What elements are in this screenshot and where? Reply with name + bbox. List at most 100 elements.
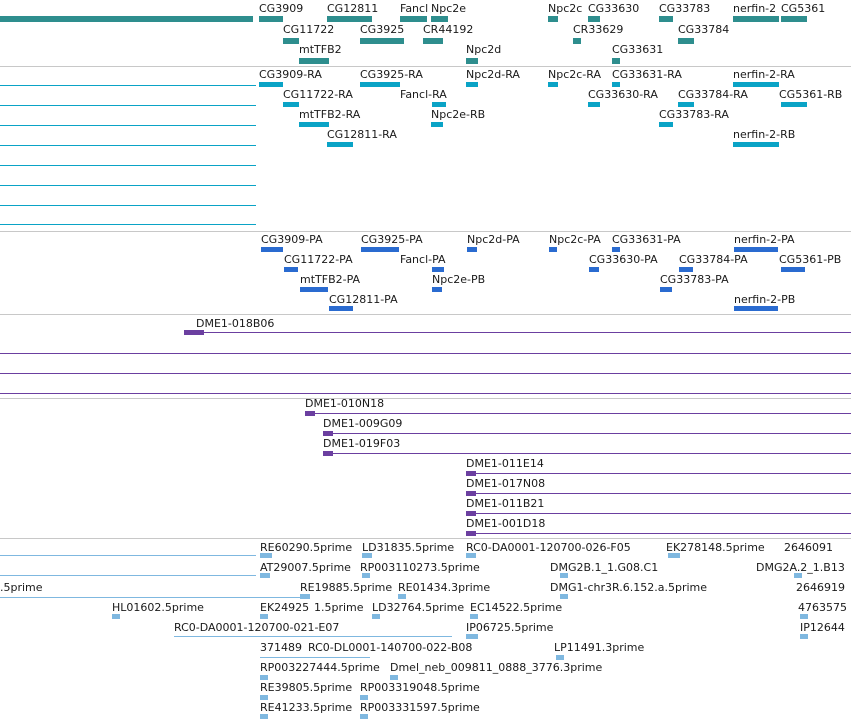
transcript-label[interactable]: CG5361-RB: [779, 88, 843, 101]
gene-feature[interactable]: [431, 16, 448, 22]
est-feature[interactable]: [260, 573, 270, 578]
est-label[interactable]: RE41233.5prime: [260, 701, 353, 714]
clone-line[interactable]: [323, 453, 851, 454]
clone-line[interactable]: [323, 433, 851, 434]
est-feature[interactable]: [560, 573, 568, 578]
protein-label[interactable]: CG33631-PA: [612, 233, 681, 246]
transcript-feature[interactable]: [283, 102, 299, 107]
transcript-label[interactable]: CG33783-RA: [659, 108, 729, 121]
gene-feature[interactable]: [612, 58, 620, 64]
est-label[interactable]: DMG1-chr3R.6.152.a.5prime: [550, 581, 708, 594]
clone-line[interactable]: [305, 413, 851, 414]
gene-label[interactable]: CG33630: [588, 2, 640, 15]
clone-feature[interactable]: [466, 511, 476, 516]
est-label[interactable]: 2646919: [796, 581, 845, 594]
est-label[interactable]: DMG2A.2_1.B13: [756, 561, 845, 574]
transcript-feature[interactable]: [259, 82, 283, 87]
est-feature[interactable]: [794, 573, 802, 578]
transcript-feature[interactable]: [612, 82, 620, 87]
transcript-line[interactable]: [0, 185, 256, 186]
transcript-feature[interactable]: [432, 102, 446, 107]
protein-label[interactable]: CG33784-PA: [679, 253, 748, 266]
est-feature[interactable]: [260, 675, 268, 680]
est-label[interactable]: Dmel_neb_009811_0888_3776.3prime: [390, 661, 603, 674]
gene-feature[interactable]: [423, 38, 443, 44]
est-feature[interactable]: [260, 695, 268, 700]
gene-label[interactable]: Npc2e: [431, 2, 467, 15]
est-feature[interactable]: [372, 614, 380, 619]
transcript-label[interactable]: Npc2e-RB: [431, 108, 486, 121]
transcript-label[interactable]: CG33631-RA: [612, 68, 682, 81]
clone-feature[interactable]: [323, 451, 333, 456]
gene-feature[interactable]: [573, 38, 581, 44]
clone-line[interactable]: [466, 513, 851, 514]
transcript-feature[interactable]: [733, 82, 779, 87]
gene-feature[interactable]: [400, 16, 427, 22]
gene-feature[interactable]: [327, 16, 372, 22]
est-label[interactable]: RE01434.3prime: [398, 581, 491, 594]
transcript-label[interactable]: Npc2c-RA: [548, 68, 601, 81]
clone-label[interactable]: DME1-011B21: [466, 497, 545, 510]
est-feature[interactable]: [800, 614, 808, 619]
transcript-feature[interactable]: [360, 82, 400, 87]
clone-label[interactable]: DME1-017N08: [466, 477, 546, 490]
clone-line[interactable]: [0, 373, 851, 374]
clone-line[interactable]: [196, 332, 851, 333]
transcript-feature[interactable]: [548, 82, 558, 87]
est-label[interactable]: IP06725.5prime: [466, 621, 554, 634]
protein-feature[interactable]: [361, 247, 399, 252]
clone-feature[interactable]: [323, 431, 333, 436]
gene-feature[interactable]: [0, 16, 253, 22]
est-line[interactable]: [174, 636, 452, 637]
clone-feature[interactable]: [466, 491, 476, 496]
est-label[interactable]: LD32764.5prime: [372, 601, 465, 614]
protein-label[interactable]: nerfin-2-PA: [734, 233, 795, 246]
protein-feature[interactable]: [261, 247, 283, 252]
gene-label[interactable]: CG3925: [360, 23, 405, 36]
protein-feature[interactable]: [589, 267, 599, 272]
clone-line[interactable]: [0, 393, 851, 394]
protein-feature[interactable]: [734, 306, 778, 311]
gene-feature[interactable]: [299, 58, 329, 64]
transcript-label[interactable]: CG12811-RA: [327, 128, 397, 141]
gene-label[interactable]: CG12811: [327, 2, 379, 15]
est-feature[interactable]: [466, 634, 478, 639]
gene-feature[interactable]: [678, 38, 694, 44]
est-label[interactable]: RP003319048.5prime: [360, 681, 480, 694]
clone-label[interactable]: DME1-019F03: [323, 437, 401, 450]
transcript-feature[interactable]: [431, 122, 443, 127]
est-feature[interactable]: [260, 614, 268, 619]
protein-feature[interactable]: [660, 287, 672, 292]
transcript-label[interactable]: CG33630-RA: [588, 88, 658, 101]
protein-label[interactable]: CG12811-PA: [329, 293, 398, 306]
transcript-feature[interactable]: [588, 102, 600, 107]
est-label[interactable]: RP003331597.5prime: [360, 701, 480, 714]
protein-feature[interactable]: [300, 287, 328, 292]
transcript-line[interactable]: [0, 145, 256, 146]
protein-feature[interactable]: [467, 247, 477, 252]
gene-feature[interactable]: [466, 58, 478, 64]
transcript-label[interactable]: Npc2d-RA: [466, 68, 520, 81]
transcript-feature[interactable]: [466, 82, 478, 87]
transcript-feature[interactable]: [678, 102, 694, 107]
clone-line[interactable]: [466, 493, 851, 494]
gene-label[interactable]: mtTFB2: [299, 43, 342, 56]
est-feature[interactable]: [362, 553, 372, 558]
gene-feature[interactable]: [259, 16, 283, 22]
transcript-line[interactable]: [0, 205, 256, 206]
gene-label[interactable]: CG3909: [259, 2, 304, 15]
clone-label[interactable]: DME1-009G09: [323, 417, 403, 430]
transcript-feature[interactable]: [781, 102, 807, 107]
clone-label[interactable]: DME1-011E14: [466, 457, 544, 470]
clone-feature[interactable]: [305, 411, 315, 416]
clone-feature[interactable]: [466, 471, 476, 476]
transcript-label[interactable]: nerfin-2-RB: [733, 128, 796, 141]
gene-label[interactable]: CG33784: [678, 23, 730, 36]
protein-label[interactable]: CG33630-PA: [589, 253, 658, 266]
gene-label[interactable]: Fancl: [400, 2, 429, 15]
est-label[interactable]: LD31835.5prime: [362, 541, 455, 554]
est-label[interactable]: RP003110273.5prime: [360, 561, 480, 574]
transcript-label[interactable]: Fancl-RA: [400, 88, 447, 101]
protein-label[interactable]: mtTFB2-PA: [300, 273, 361, 286]
transcript-label[interactable]: nerfin-2-RA: [733, 68, 795, 81]
